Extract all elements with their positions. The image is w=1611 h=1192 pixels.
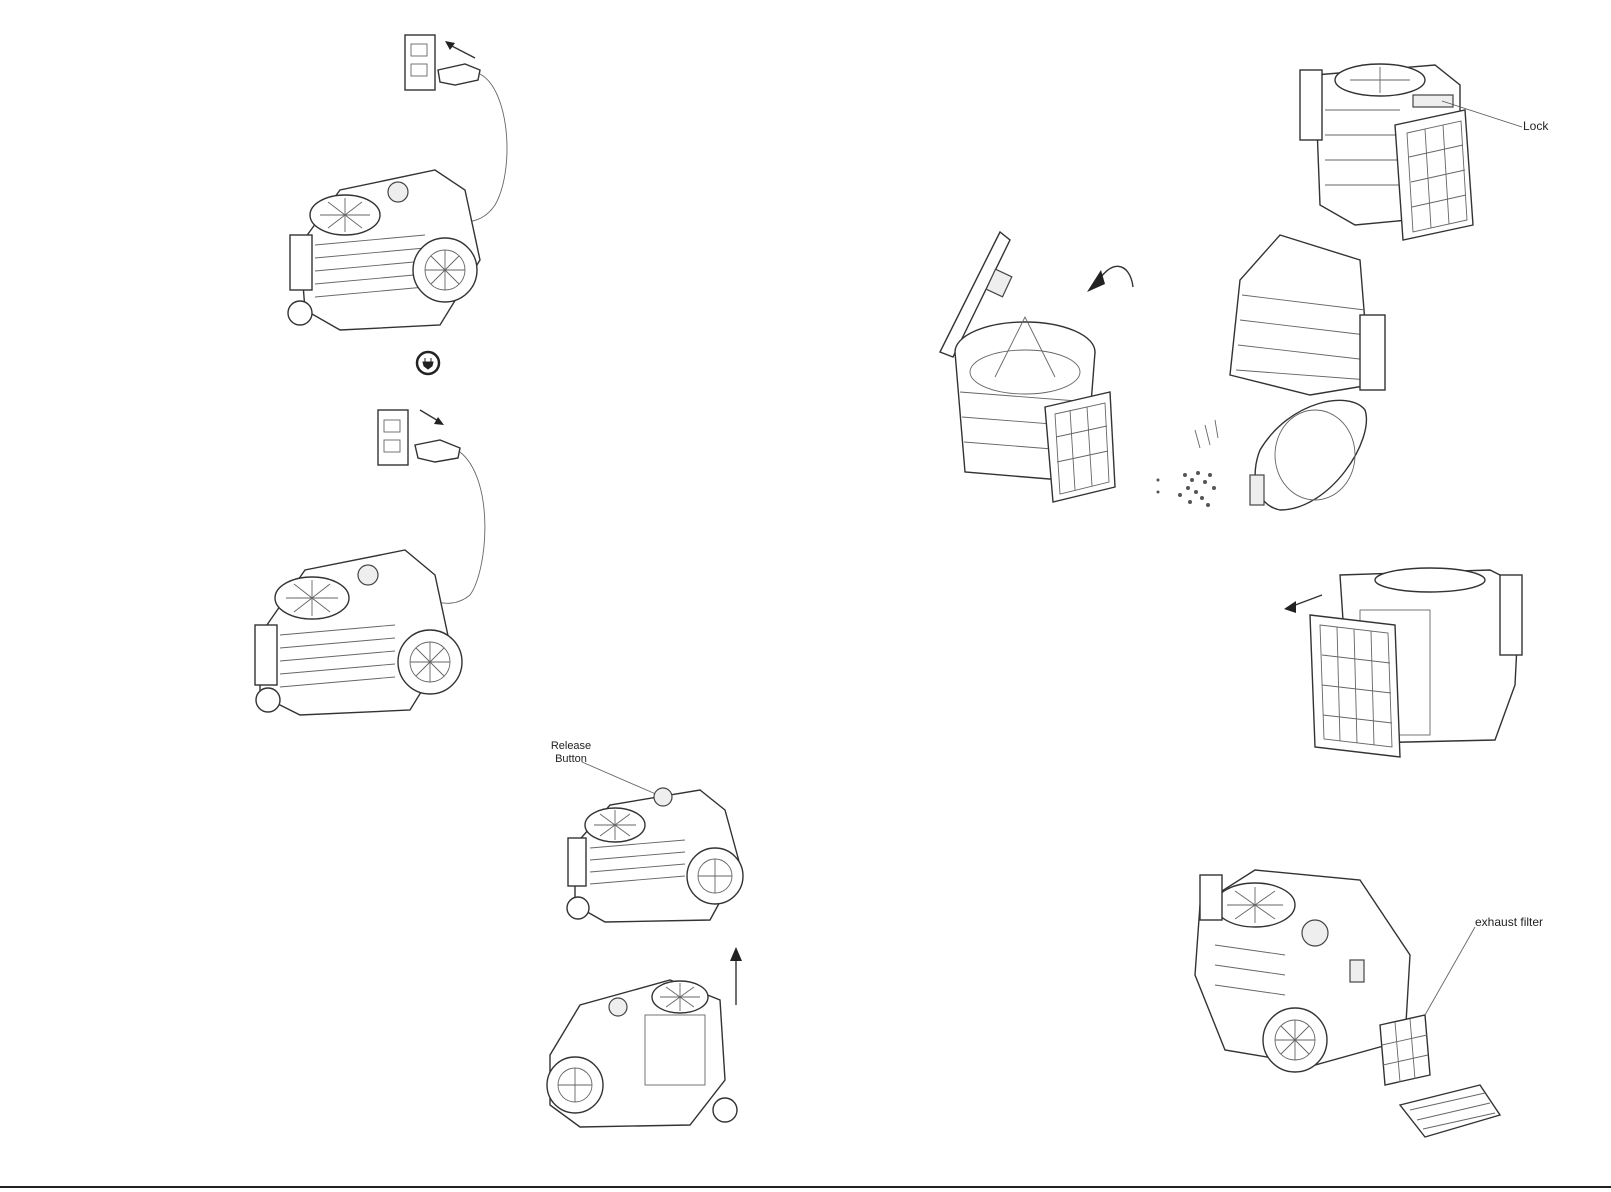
lock-leader-line bbox=[1440, 95, 1525, 135]
figure-release-button bbox=[560, 750, 770, 930]
emptying-dust-illustration bbox=[1150, 230, 1410, 520]
exhaust-filter-label: exhaust filter bbox=[1475, 916, 1543, 929]
figure-container-lock bbox=[1295, 55, 1475, 240]
vacuum-unplugged-illustration bbox=[230, 400, 500, 720]
filter-cover bbox=[1400, 1085, 1500, 1137]
figure-empty-dust bbox=[1150, 230, 1410, 520]
figure-plug-in bbox=[280, 30, 520, 340]
page-bottom-rule bbox=[0, 1186, 1611, 1188]
lock-label: Lock bbox=[1523, 120, 1548, 133]
power-plug-circle-icon bbox=[415, 350, 441, 376]
figure-remove-filter bbox=[1280, 565, 1525, 760]
figure-exhaust-filter bbox=[1185, 865, 1505, 1140]
exhaust-filter-illustration bbox=[1185, 865, 1505, 1140]
figure-unplug bbox=[230, 400, 500, 720]
arrow-left-icon bbox=[1284, 601, 1296, 613]
dust-particles bbox=[1157, 471, 1217, 507]
vacuum-release-button-illustration bbox=[560, 750, 770, 930]
vacuum-plugged-illustration bbox=[280, 30, 520, 340]
figure-lift-container bbox=[540, 945, 755, 1130]
dust-container-lock-illustration bbox=[1295, 55, 1475, 240]
arrow-up-icon bbox=[730, 947, 742, 961]
exhaust-filter-grid bbox=[1380, 1015, 1430, 1085]
remove-filter-illustration bbox=[1280, 565, 1525, 760]
figure-open-container bbox=[935, 232, 1135, 507]
open-dust-container-illustration bbox=[935, 232, 1135, 507]
vacuum-lift-container-illustration bbox=[540, 945, 755, 1130]
